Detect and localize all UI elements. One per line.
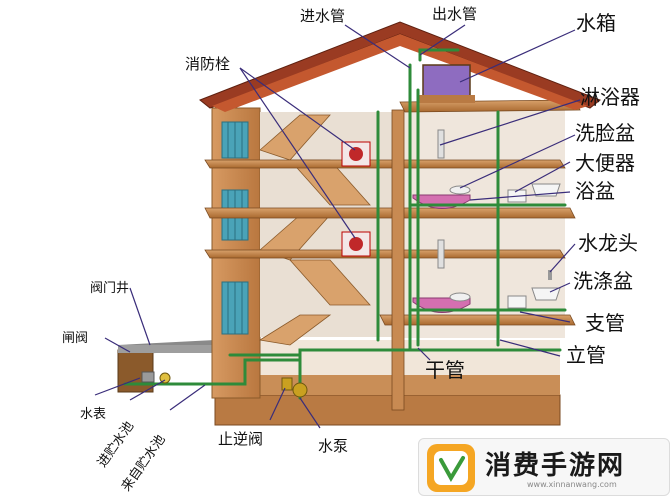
label-branch-pipe: 支管 xyxy=(585,311,625,335)
label-shower: 淋浴器 xyxy=(580,85,640,109)
leader-lines xyxy=(94,24,581,429)
label-main-pipe: 干管 xyxy=(425,358,465,382)
label-sink: 洗涤盆 xyxy=(573,269,633,293)
roof xyxy=(199,21,601,112)
label-riser-pipe: 立管 xyxy=(566,343,606,367)
label-water-pump: 水泵 xyxy=(318,437,348,455)
label-inlet-pipe: 进水管 xyxy=(300,7,345,25)
label-to-storage-tank: 进贮水池 xyxy=(95,419,137,470)
label-wash-basin: 洗脸盆 xyxy=(575,121,635,145)
label-valve-well: 阀门井 xyxy=(90,281,129,296)
label-gate-valve: 闸阀 xyxy=(62,331,88,346)
label-check-valve: 止逆阀 xyxy=(218,430,263,448)
label-water-meter: 水表 xyxy=(80,407,106,422)
watermark-badge: 消费手游网 www.xinnanwang.com xyxy=(418,438,670,496)
label-water-tank: 水箱 xyxy=(576,11,616,35)
label-faucet: 水龙头 xyxy=(578,231,638,255)
label-bathtub: 浴盆 xyxy=(575,179,615,203)
watermark-title: 消费手游网 xyxy=(485,451,626,481)
watermark-url: www.xinnanwang.com xyxy=(527,480,617,489)
label-outlet-pipe: 出水管 xyxy=(432,5,477,23)
column xyxy=(391,109,405,411)
basement xyxy=(214,340,561,426)
logo-icon xyxy=(427,444,475,492)
water-tank xyxy=(418,64,475,103)
water-pipes xyxy=(123,48,567,400)
fire-hydrant xyxy=(341,141,371,257)
label-fire-hydrant: 消防栓 xyxy=(185,55,230,73)
pump-assembly xyxy=(141,371,308,398)
label-toilet: 大便器 xyxy=(575,151,635,175)
